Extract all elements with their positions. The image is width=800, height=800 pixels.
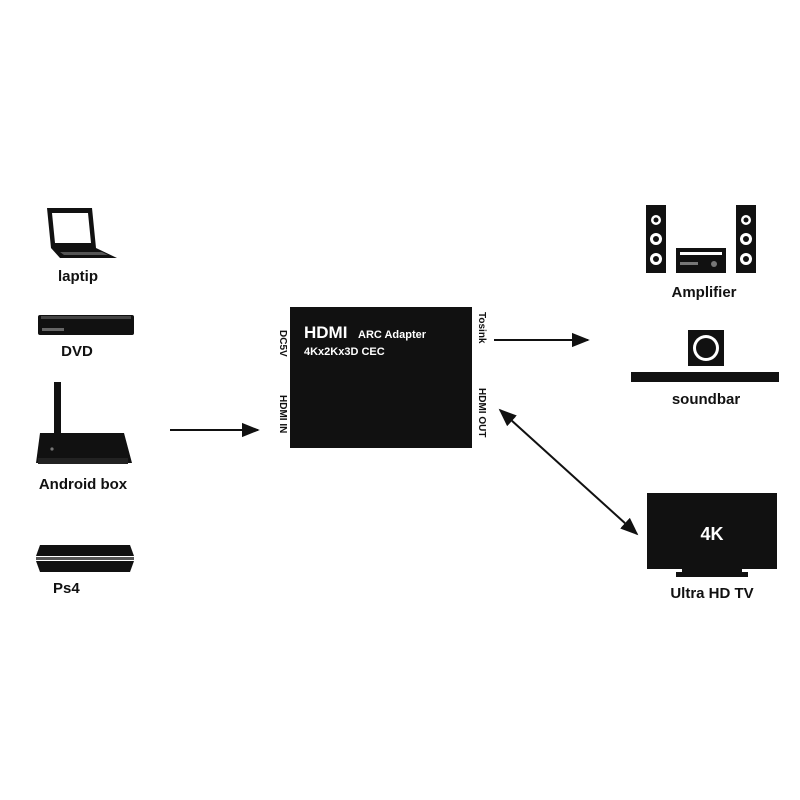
amplifier-speakers-icon: [646, 205, 756, 273]
port-label-hdmi-out: HDMI OUT: [476, 388, 487, 437]
output-label-soundbar: soundbar: [672, 391, 740, 408]
adapter-title: HDMI: [304, 323, 347, 342]
tv-screen-text: 4K: [700, 524, 723, 544]
adapter-spec: 4Kx2Kx3D CEC: [304, 346, 385, 358]
laptop-icon: [47, 208, 117, 258]
source-label-ps4: Ps4: [53, 580, 80, 597]
soundbar-icon: [631, 330, 779, 382]
arc-adapter-box: [290, 307, 472, 448]
tv-icon: 4K: [647, 493, 777, 577]
android-box-icon: [36, 382, 132, 464]
adapter-subtitle: ARC Adapter: [358, 329, 427, 341]
dvd-player-icon: [38, 315, 134, 335]
hdmi-out-bidirectional-arrow: [498, 408, 639, 536]
output-label-amplifier: Amplifier: [671, 284, 736, 301]
port-label-tosink: Tosink: [476, 312, 487, 344]
output-label-tv: Ultra HD TV: [670, 585, 753, 602]
port-label-dc5v: DC5V: [277, 330, 288, 357]
port-label-hdmi-in: HDMI IN: [277, 395, 288, 433]
source-label-dvd: DVD: [61, 343, 93, 360]
source-label-android-box: Android box: [39, 476, 128, 493]
game-console-icon: [36, 545, 134, 572]
source-label-laptop: laptip: [58, 268, 98, 285]
